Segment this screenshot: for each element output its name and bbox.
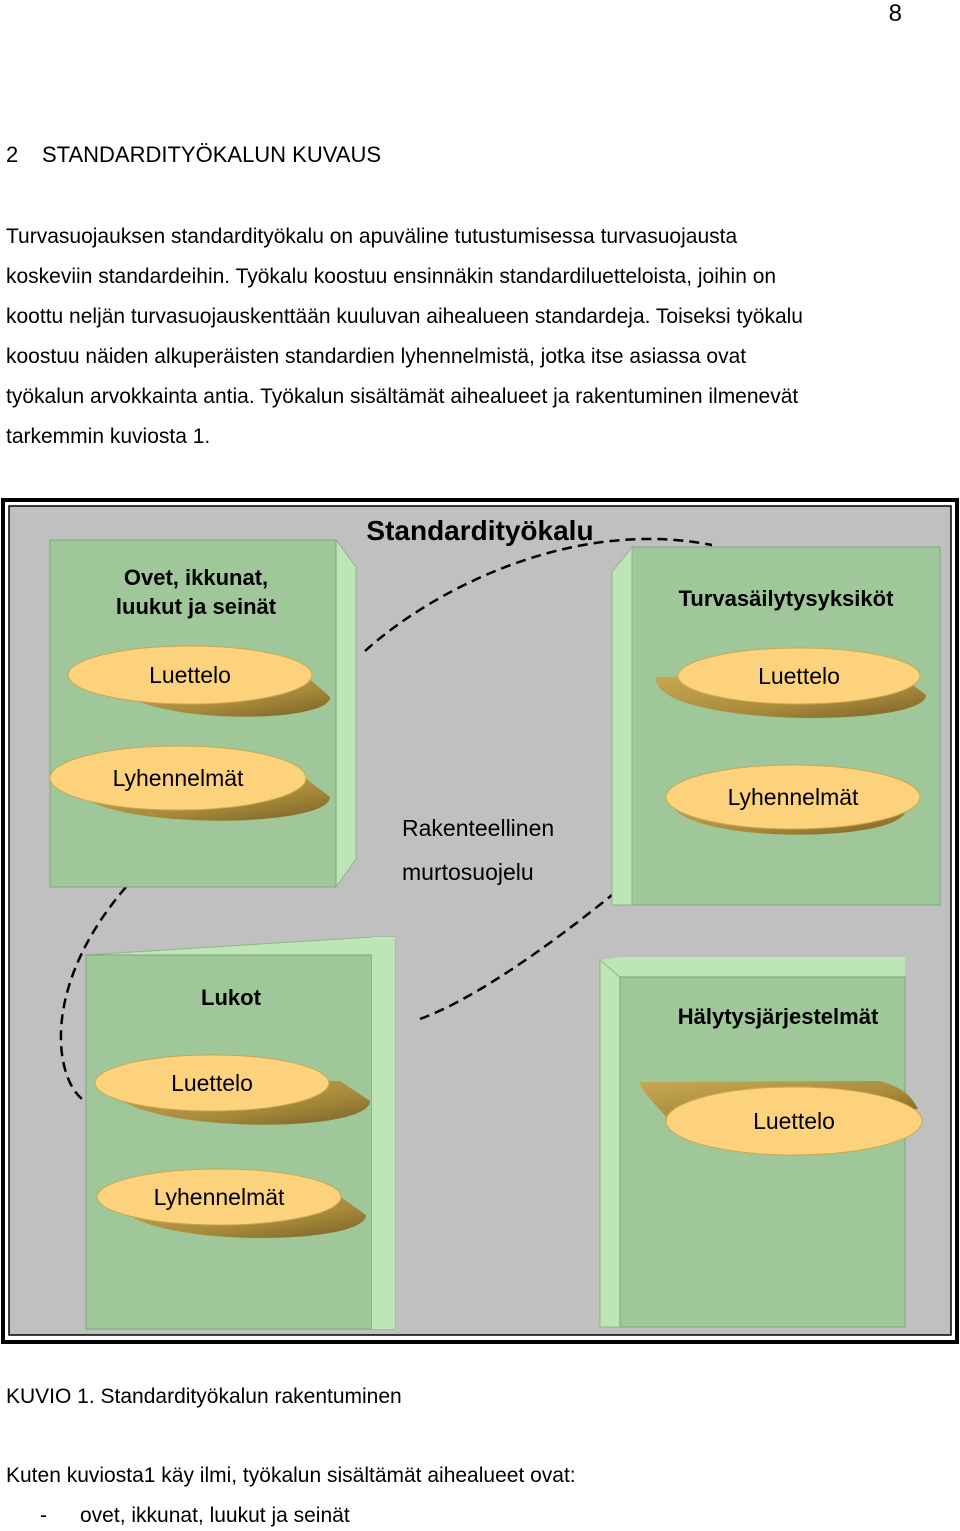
label-luettelo: Luettelo	[149, 662, 231, 688]
list-item-text: ovet, ikkunat, luukut ja seinät	[80, 1504, 350, 1527]
label-lyhennelmat: Lyhennelmät	[112, 765, 244, 791]
paragraph-line: koskeviin standardeihin. Työkalu koostuu…	[6, 265, 777, 288]
section-number: 2	[6, 142, 19, 167]
pill-luettelo	[677, 647, 921, 705]
box-side-left	[611, 545, 633, 906]
dashed-connector-right	[419, 894, 613, 1021]
label-luettelo: Luettelo	[171, 1070, 253, 1096]
pill-lyhennelmat	[96, 1168, 342, 1226]
section-heading: 2 STANDARDITYÖKALUN KUVAUS	[6, 141, 381, 169]
label-luettelo: Luettelo	[758, 663, 840, 689]
pill-luettelo	[665, 1086, 923, 1156]
paragraph-line: Turvasuojauksen standardityökalu on apuv…	[6, 225, 738, 248]
box-ovet	[49, 539, 357, 888]
dashed-connector-left	[59, 886, 127, 1100]
box-title-halytysjarjestelmat: Hälytysjärjestelmät	[677, 1004, 879, 1029]
center-label-line: murtosuojelu	[402, 859, 534, 885]
pill-luettelo	[67, 645, 313, 705]
dashed-connector-top	[364, 537, 713, 652]
box-title-lukot: Lukot	[201, 985, 261, 1010]
box-title-turvasailytysyksikot: Turvasäilytysyksiköt	[678, 586, 894, 611]
figure-title: Standardityökalu	[366, 515, 594, 546]
pill-lyhennelmat	[49, 745, 307, 811]
list-item: - ovet, ikkunat, luukut ja seinät	[40, 1502, 350, 1530]
figure-caption: KUVIO 1. Standardityökalun rakentuminen	[6, 1385, 402, 1408]
body-paragraph: Turvasuojauksen standardityökalu on apuv…	[6, 217, 926, 457]
figure-border	[1, 498, 959, 1344]
box-title-line: luukut ja seinät	[115, 594, 277, 619]
paragraph-line: koottu neljän turvasuojauskenttään kuulu…	[6, 305, 803, 328]
topic-list: - ovet, ikkunat, luukut ja seinät	[40, 1502, 350, 1530]
paragraph-line: koostuu näiden alkuperäisten standardien…	[6, 345, 747, 368]
center-label-line: Rakenteellinen	[402, 815, 555, 841]
figure-standardityokalu: Standardityökalu Ovet, ikkunat, luukut j…	[0, 497, 960, 1345]
list-marker: -	[40, 1504, 47, 1527]
pill-lyhennelmat	[665, 764, 921, 830]
intro-line: Kuten kuviosta1 käy ilmi, työkalun sisäl…	[6, 1464, 576, 1487]
box-lukot	[85, 936, 396, 1330]
page-number: 8	[888, 0, 902, 27]
box-front	[631, 546, 941, 906]
label-luettelo: Luettelo	[753, 1108, 835, 1134]
pill-luettelo	[94, 1054, 330, 1112]
section-title: STANDARDITYÖKALUN KUVAUS	[42, 142, 382, 167]
box-halytysjarjestelmat	[599, 957, 923, 1328]
box-side	[372, 937, 395, 1329]
figure-graphic	[0, 497, 960, 1345]
paragraph-line: tarkemmin kuviosta 1.	[6, 425, 211, 448]
box-turvasailytysyksikot	[611, 545, 941, 906]
label-lyhennelmat: Lyhennelmät	[153, 1184, 285, 1210]
center-label: Rakenteellinen murtosuojelu	[402, 806, 554, 894]
label-lyhennelmat: Lyhennelmät	[727, 784, 859, 810]
box-side	[599, 958, 621, 1328]
box-front	[85, 954, 373, 1330]
box-title-line: Ovet, ikkunat,	[123, 565, 269, 590]
paragraph-line: työkalun arvokkainta antia. Työkalun sis…	[6, 385, 799, 408]
box-title-ovet: Ovet, ikkunat, luukut ja seinät	[50, 563, 342, 621]
